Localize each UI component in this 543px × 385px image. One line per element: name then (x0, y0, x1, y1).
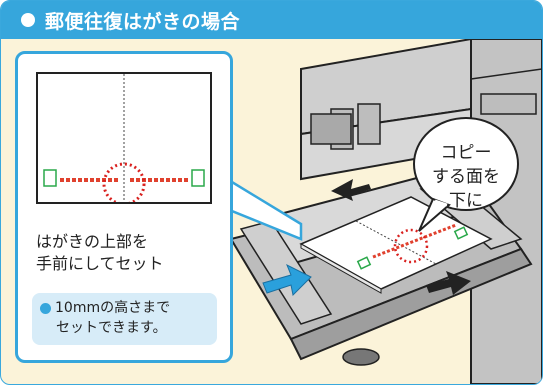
postcard-diagram (36, 72, 212, 204)
bullet-icon (21, 13, 35, 27)
header-bar: 郵便往復はがきの場合 (1, 1, 542, 39)
note-line-2: セットできます。 (56, 320, 167, 336)
inset-line-2: 手前にしてセット (36, 254, 164, 273)
inset-instruction: はがきの上部を 手前にしてセット (36, 231, 164, 275)
header-title: 郵便往復はがきの場合 (45, 10, 241, 33)
callout-line-1: コピー (440, 143, 492, 163)
callout-text: コピー する面を 下に (431, 141, 501, 213)
note-bullet-icon (40, 302, 51, 314)
printer-illustration (225, 39, 542, 384)
callout-line-2: する面を (432, 167, 500, 187)
note-line-1: 10mmの高さまで (55, 300, 171, 316)
guide-arrow-left (331, 179, 371, 201)
inset-line-1: はがきの上部を (36, 232, 149, 251)
inset-note-box: 10mmの高さまで セットできます。 (32, 293, 217, 345)
guide-arrow-right (426, 271, 471, 295)
inset-panel: はがきの上部を 手前にしてセット 10mmの高さまで セットできます。 (15, 51, 233, 363)
callout-line-3: 下に (449, 191, 483, 211)
insert-arrow-blue (262, 263, 312, 297)
postcard-on-tray (299, 196, 493, 294)
callout-bubble (413, 117, 519, 232)
